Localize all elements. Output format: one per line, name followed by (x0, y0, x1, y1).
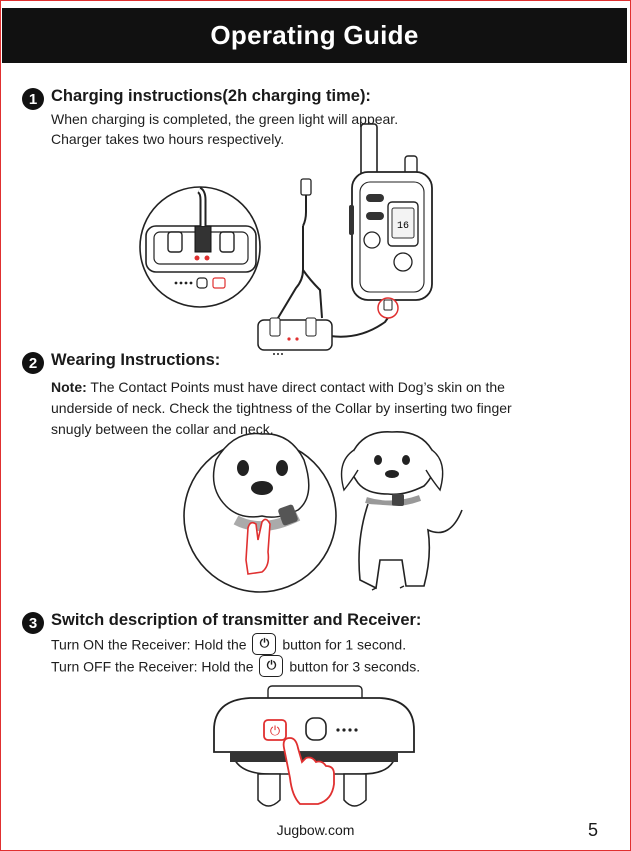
turn-on-instruction: Turn ON the Receiver: Hold the ⏻ button … (51, 633, 407, 657)
page-title: Operating Guide (210, 20, 419, 50)
step-1-badge: 1 (22, 88, 44, 110)
two-finger-hand (245, 518, 271, 575)
section-1-heading: Charging instructions(2h charging time): (51, 87, 371, 105)
turn-off-text-after: button for 3 seconds. (289, 658, 421, 675)
note-label: Note: (51, 379, 87, 395)
pressing-finger (282, 737, 335, 805)
remote-screen-value: 16 (397, 221, 409, 232)
section-1-line-2: Charger takes two hours respectively. (51, 131, 285, 147)
section-2-line-1-text: The Contact Points must have direct cont… (86, 379, 505, 395)
section-1-line-1: When charging is completed, the green li… (51, 111, 399, 127)
section-2-line-1: Note: The Contact Points must have direc… (51, 379, 505, 395)
turn-on-text-after: button for 1 second. (282, 636, 407, 653)
section-2-heading: Wearing Instructions: (51, 351, 221, 369)
page-header: Operating Guide (2, 8, 627, 63)
power-icon: ⏻ (252, 633, 277, 655)
power-icon: ⏻ (259, 655, 284, 677)
section-3-heading: Switch description of transmitter and Re… (51, 611, 422, 629)
turn-off-text-before: Turn OFF the Receiver: Hold the (51, 658, 254, 675)
footer-site: Jugbow.com (276, 822, 355, 838)
section-2-line-3: snugly between the collar and neck. (51, 421, 274, 437)
page-number: 5 (588, 820, 599, 840)
svg-text:⏻: ⏻ (270, 724, 280, 739)
turn-off-instruction: Turn OFF the Receiver: Hold the ⏻ button… (51, 655, 421, 679)
turn-on-text-before: Turn ON the Receiver: Hold the (51, 636, 247, 653)
step-3-badge: 3 (22, 612, 44, 634)
section-2-line-2: underside of neck. Check the tightness o… (51, 400, 512, 416)
step-2-badge: 2 (22, 352, 44, 374)
